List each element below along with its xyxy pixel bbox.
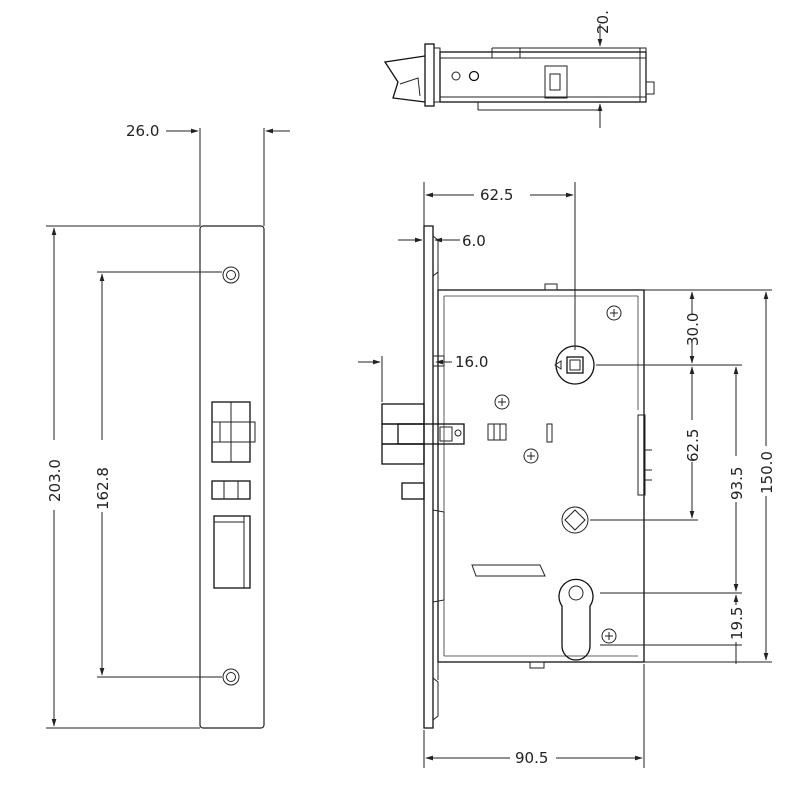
- backset-dimension: 62.5: [423, 182, 576, 350]
- faceplate-height-label: 203.0: [46, 459, 64, 502]
- lock-case: [437, 289, 645, 663]
- top-view-thickness-dimension: 20.: [590, 10, 612, 128]
- bottom-screw-hole: [222, 668, 240, 686]
- faceplate-width-label: 26.0: [126, 122, 159, 140]
- lock-body-view: 62.5 6.0 16.0 30.0: [358, 182, 776, 768]
- guard-bolt: [401, 482, 425, 500]
- spindle-to-cylinder-label: 93.5: [728, 467, 746, 500]
- top-view-thickness-label: 20.: [594, 10, 612, 34]
- guard-bolt-opening: [211, 480, 251, 500]
- top-view-body: [439, 51, 647, 103]
- faceplate-width-dimension: 26.0: [126, 122, 290, 226]
- spindle-to-top-dimension: 30.0: [684, 291, 702, 364]
- latch-opening: [211, 401, 256, 463]
- hole-spacing-dimension: 162.8: [94, 271, 222, 678]
- case-height-dimension: 150.0: [758, 291, 776, 661]
- faceplate-view: 26.0 203.0 162.8: [46, 122, 290, 729]
- backset-label: 62.5: [480, 186, 513, 204]
- side-faceplate: [423, 225, 434, 729]
- case-height-label: 150.0: [758, 451, 776, 494]
- case-screw-bottom: [601, 628, 617, 644]
- faceplate-height-dimension: 203.0: [46, 225, 200, 729]
- spindle-hub: [554, 345, 595, 385]
- top-view: 20.: [383, 10, 655, 128]
- spindle-to-top-label: 30.0: [684, 313, 702, 346]
- spindle-to-cylinder-dimension: 93.5: [728, 366, 746, 592]
- cam-square: [561, 506, 589, 534]
- faceplate-outline: [199, 225, 265, 729]
- top-view-latch: [383, 55, 426, 103]
- cylinder-keyhole: [558, 578, 594, 661]
- spindle-to-cam-label: 62.5: [684, 429, 702, 462]
- case-depth-dimension: 90.5: [423, 664, 645, 768]
- spindle-to-cam-dimension: 62.5: [684, 366, 702, 519]
- case-depth-label: 90.5: [515, 749, 548, 767]
- cylinder-offset-label: 19.5: [728, 607, 746, 640]
- cylinder-offset-dimension: 19.5: [728, 594, 746, 664]
- case-screw-left-lower: [523, 448, 539, 464]
- plate-thickness-dimension: 6.0: [398, 232, 486, 250]
- case-screw-left-upper: [494, 394, 510, 410]
- hole-spacing-label: 162.8: [94, 467, 112, 510]
- latch-bolt: [381, 403, 465, 465]
- top-screw-hole: [222, 266, 240, 284]
- latch-projection-label: 16.0: [455, 353, 488, 371]
- plate-thickness-label: 6.0: [462, 232, 486, 250]
- deadbolt-opening: [213, 515, 251, 589]
- latch-projection-dimension: 16.0: [358, 353, 488, 402]
- case-screw-top-right: [606, 305, 622, 321]
